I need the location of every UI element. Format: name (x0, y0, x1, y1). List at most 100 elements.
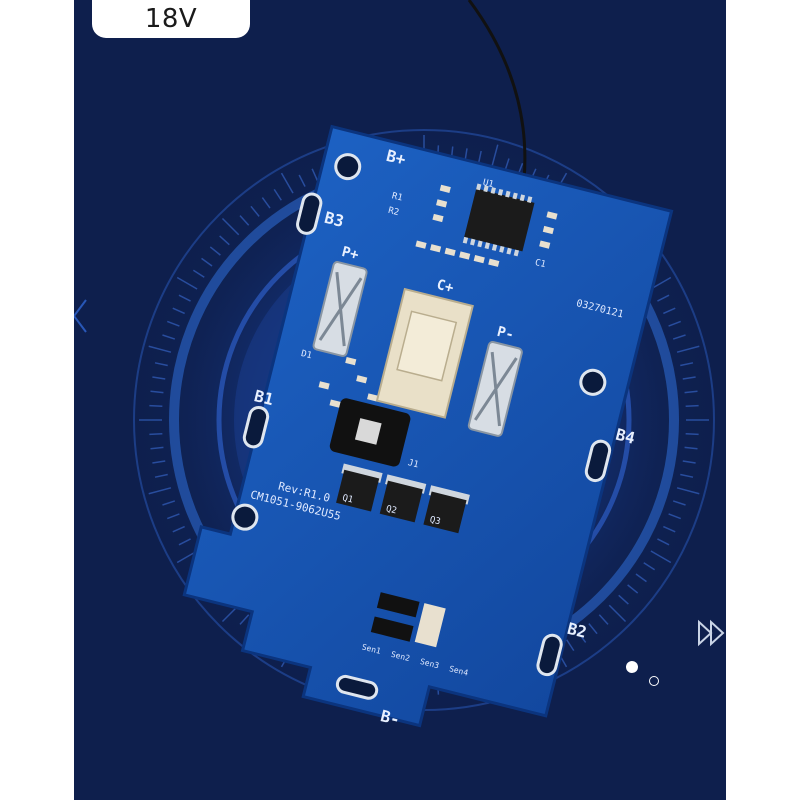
ring-tick (178, 294, 191, 302)
ring-tick (152, 460, 166, 464)
label-b3: B3 (323, 208, 346, 231)
left-arrow-outline-icon (74, 299, 87, 333)
smd-component (546, 211, 558, 220)
ring-tick (668, 513, 682, 520)
ring-tick (221, 217, 240, 236)
label-c-plus: C+ (435, 277, 455, 297)
component-q3: Q3 (428, 515, 441, 527)
smd-component (444, 247, 456, 257)
dot-indicator-filled (626, 661, 638, 673)
ring-tick (149, 432, 163, 436)
ring-tick (298, 174, 306, 187)
ring-tick (209, 246, 221, 256)
component-r2: R2 (387, 206, 400, 218)
ic-pin (506, 247, 512, 255)
component-r1: R1 (391, 191, 404, 203)
ring-tick (682, 376, 696, 380)
ring-tick (149, 404, 163, 408)
ring-tick (668, 320, 682, 327)
ring-tick (150, 446, 164, 450)
smd-component (439, 184, 451, 193)
ring-tick (682, 460, 696, 464)
ring-tick (663, 307, 676, 315)
ic-pin (490, 187, 496, 194)
smd-component (488, 258, 500, 267)
ring-tick (657, 294, 670, 302)
label-b-minus: B- (379, 706, 402, 729)
ring-tick (261, 197, 271, 209)
smd-component (430, 244, 442, 253)
smd-component (318, 381, 330, 390)
label-b-plus: B+ (384, 146, 408, 169)
ic-pin (491, 244, 498, 251)
ic-pin (476, 183, 482, 191)
ring-tick (239, 614, 250, 625)
ring-tick (162, 334, 176, 340)
ic-pin (470, 238, 476, 246)
smd-component (356, 375, 368, 384)
ring-tick (672, 500, 686, 506)
product-image-stage: B+ B3 B4 B1 B2 B- P+ P- C+ CM1051-9062U5… (74, 0, 726, 800)
ic-pin (526, 196, 533, 203)
ring-tick (162, 500, 176, 506)
smd-component (459, 251, 471, 260)
ring-tick (598, 614, 609, 625)
label-b4: B4 (614, 425, 637, 448)
component-u1: U1 (482, 178, 495, 190)
ic-pin (462, 236, 469, 244)
pcb-board (182, 124, 674, 728)
smd-component (415, 240, 427, 249)
ring-tick (250, 205, 260, 217)
ring-tick (684, 390, 698, 394)
mosfet (379, 474, 427, 523)
ring-tick (477, 150, 482, 164)
ring-tick (627, 584, 639, 594)
ring-tick (635, 573, 647, 583)
ring-tick (685, 404, 699, 408)
ring-tick (680, 473, 694, 478)
label-b1: B1 (252, 386, 275, 409)
ring-tick (201, 257, 213, 267)
ic-pin (497, 188, 504, 196)
antenna-wire (467, 0, 527, 181)
smd-component (329, 399, 341, 408)
component-d1: D1 (300, 349, 313, 361)
ring-tick (676, 345, 700, 353)
ic-pin (483, 185, 489, 193)
ring-tick (280, 172, 294, 194)
smd-component (539, 240, 551, 249)
ring-tick (154, 362, 168, 367)
ring-tick (577, 631, 587, 643)
ring-tick (148, 487, 172, 495)
ring-tick (192, 269, 205, 278)
ring-tick (618, 594, 629, 605)
ring-tick (148, 345, 172, 353)
ring-tick (588, 623, 598, 635)
ic-pin (499, 245, 505, 253)
component-c1: C1 (534, 258, 547, 270)
ring-tick (172, 307, 185, 315)
ic-pin (484, 242, 490, 250)
ring-tick (219, 235, 230, 246)
label-b2: B2 (565, 619, 588, 642)
ring-tick (150, 390, 164, 394)
ring-tick (166, 513, 180, 520)
ic-pin (519, 194, 526, 202)
smd-component (432, 213, 444, 223)
smd-component (473, 255, 485, 264)
label-p-minus: P- (495, 324, 515, 344)
ring-tick (643, 562, 656, 571)
ring-tick (491, 144, 499, 168)
mosfet (336, 463, 383, 512)
ring-tick (178, 538, 191, 546)
ring-tick (650, 276, 672, 290)
component-j1: J1 (407, 458, 420, 470)
mosfet (423, 485, 470, 534)
label-p-plus: P+ (340, 244, 360, 264)
voltage-text: 18V (144, 4, 198, 34)
ring-tick (685, 432, 699, 436)
ic-pin (477, 240, 483, 248)
ring-tick (176, 276, 198, 290)
smd-component (367, 393, 379, 402)
voltage-badge: 18V (92, 0, 250, 38)
